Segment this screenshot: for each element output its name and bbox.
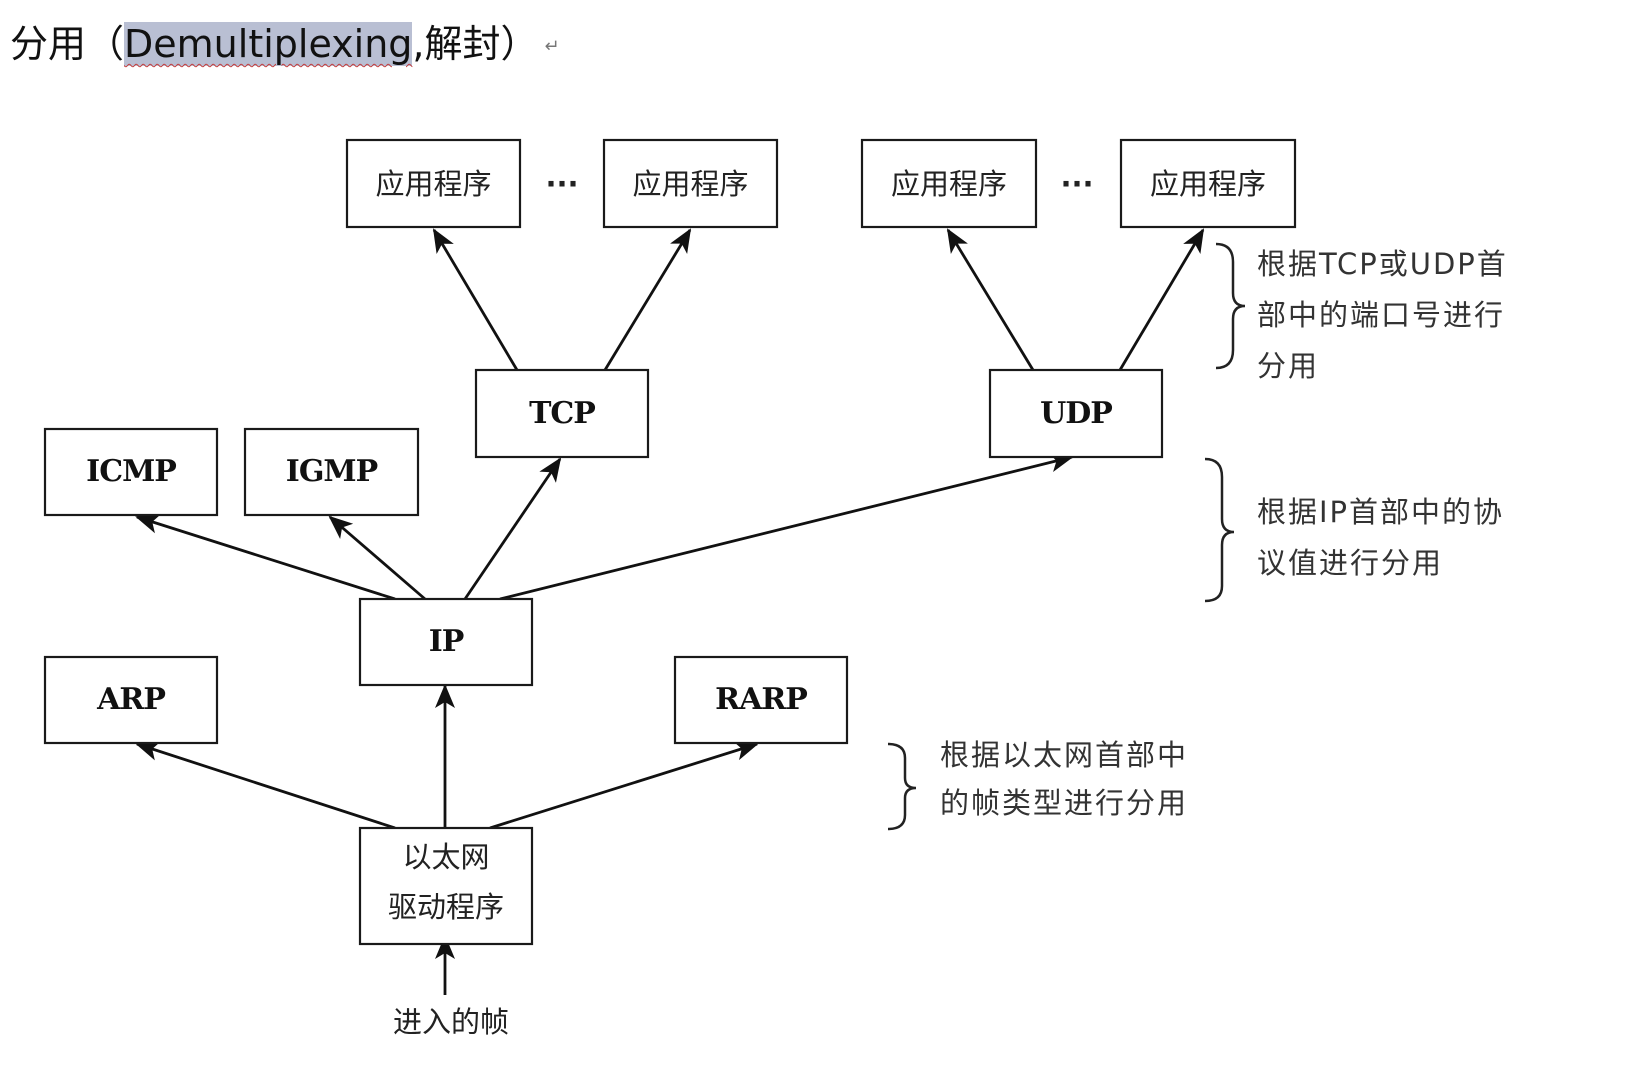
ethernet-driver-box: 以太网 驱动程序 xyxy=(358,826,534,946)
ellipsis-udp-apps: ··· xyxy=(1060,167,1093,201)
app-box-2: 应用程序 xyxy=(602,138,779,229)
brace-protocol-demux xyxy=(1204,457,1235,603)
ethernet-label-line2: 驱动程序 xyxy=(388,890,504,924)
tcp-label: TCP xyxy=(529,396,595,431)
brace-frame-demux xyxy=(887,742,917,831)
note-protocol-demux: 根据IP首部中的协 议值进行分用 xyxy=(1257,495,1504,580)
brace-port-demux xyxy=(1215,242,1246,370)
arrows xyxy=(135,228,1205,995)
icmp-label: ICMP xyxy=(86,454,176,489)
heading-prefix: 分用（ xyxy=(10,22,125,66)
app-box-1: 应用程序 xyxy=(345,138,522,229)
note-port-line1: 根据TCP或UDP首 xyxy=(1257,247,1508,281)
arrow-udp-to-app3 xyxy=(946,228,1035,371)
arrow-ethernet-to-rarp xyxy=(489,741,759,830)
igmp-label: IGMP xyxy=(286,454,378,489)
rarp-box: RARP xyxy=(673,655,849,745)
paragraph-return-icon: ↵ xyxy=(544,35,560,57)
arp-label: ARP xyxy=(96,682,165,717)
note-frame-line2: 的帧类型进行分用 xyxy=(940,786,1188,820)
ethernet-label-line1: 以太网 xyxy=(402,840,489,874)
app-label-2: 应用程序 xyxy=(632,167,748,201)
ip-label: IP xyxy=(429,624,464,659)
tcp-box: TCP xyxy=(474,368,650,459)
udp-label: UDP xyxy=(1040,396,1112,431)
note-frame-demux: 根据以太网首部中 的帧类型进行分用 xyxy=(940,738,1188,820)
note-port-demux: 根据TCP或UDP首 部中的端口号进行 分用 xyxy=(1257,247,1508,383)
arrow-ethernet-to-arp xyxy=(135,741,396,830)
ellipsis-tcp-apps: ··· xyxy=(545,167,578,201)
icmp-box: ICMP xyxy=(43,427,219,517)
rarp-label: RARP xyxy=(715,682,807,717)
arrow-ip-to-udp xyxy=(499,452,1074,601)
arrow-ip-to-igmp xyxy=(328,515,426,601)
udp-box: UDP xyxy=(988,368,1164,459)
note-port-line3: 分用 xyxy=(1257,349,1319,383)
note-protocol-line2: 议值进行分用 xyxy=(1257,546,1443,580)
arp-box: ARP xyxy=(43,655,219,745)
app-box-3: 应用程序 xyxy=(860,138,1038,229)
page-heading: 分用（Demultiplexing,解封）↵ xyxy=(10,14,560,74)
note-frame-line1: 根据以太网首部中 xyxy=(940,738,1188,772)
arrow-ip-to-icmp xyxy=(135,514,396,601)
app-box-4: 应用程序 xyxy=(1119,138,1297,229)
incoming-frame-label: 进入的帧 xyxy=(393,1005,509,1039)
heading-suffix: ,解封） xyxy=(412,22,539,66)
app-label-1: 应用程序 xyxy=(375,167,491,201)
ip-box: IP xyxy=(358,597,534,687)
heading-highlighted-term[interactable]: Demultiplexing xyxy=(124,22,413,66)
arrow-udp-to-app4 xyxy=(1118,228,1205,371)
app-label-4: 应用程序 xyxy=(1150,167,1266,201)
arrow-tcp-to-app1 xyxy=(432,228,519,371)
note-port-line2: 部中的端口号进行 xyxy=(1257,298,1505,332)
app-label-3: 应用程序 xyxy=(891,167,1007,201)
arrow-ip-to-tcp xyxy=(463,457,562,600)
igmp-box: IGMP xyxy=(243,427,420,517)
note-protocol-line1: 根据IP首部中的协 xyxy=(1257,495,1504,529)
arrow-tcp-to-app2 xyxy=(603,228,692,371)
